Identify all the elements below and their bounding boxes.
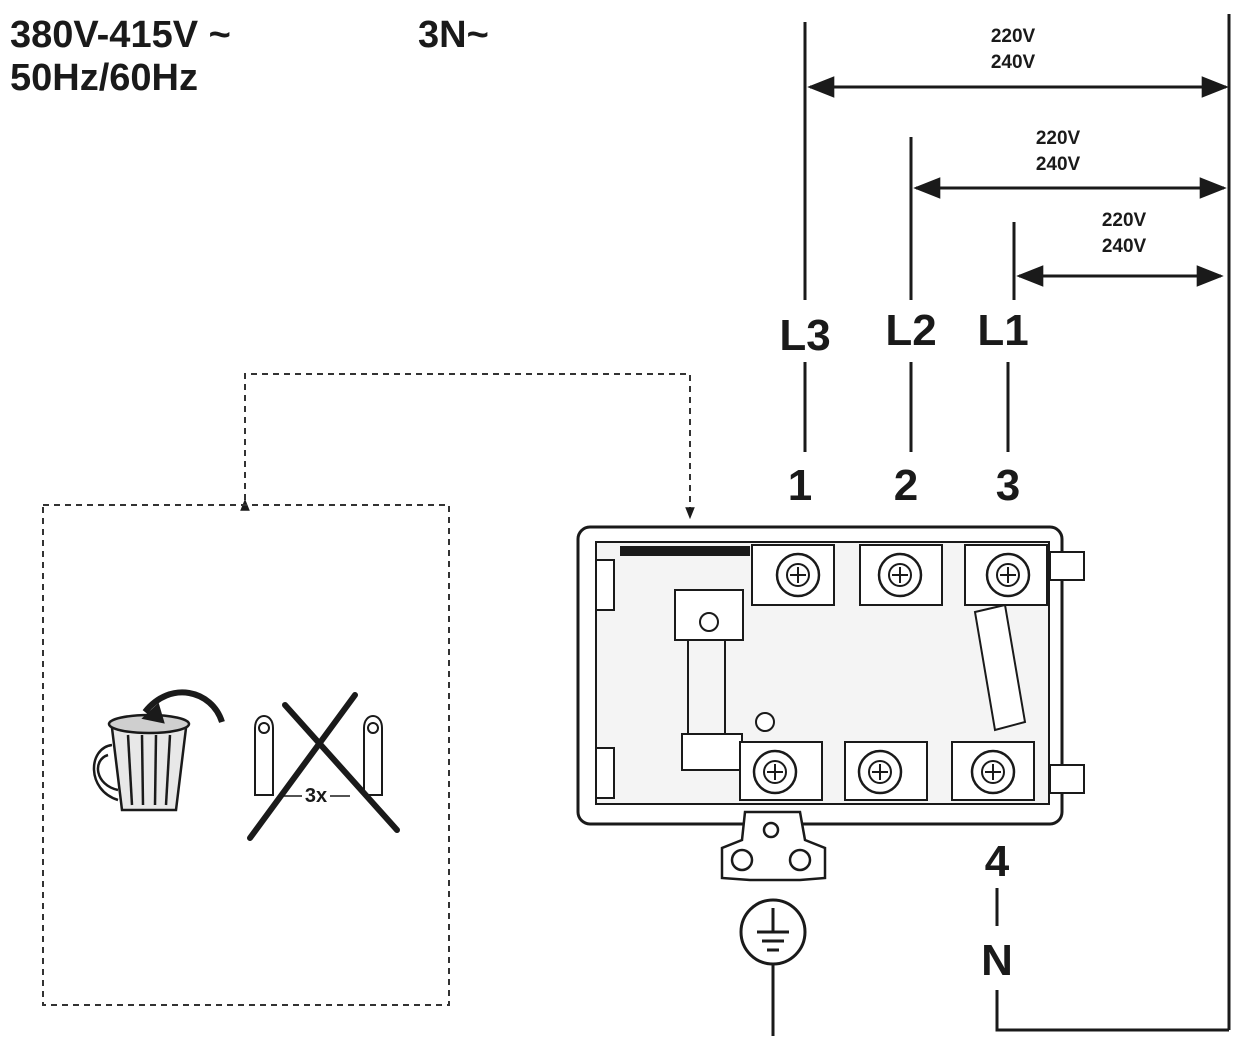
terminal-numbers: 1 2 3 4 N (788, 461, 1020, 985)
phase-label-l3: L3 (779, 311, 830, 360)
repeat-count: 3x (305, 785, 327, 807)
phase-type: 3N~ (418, 14, 489, 56)
terminal-screw-icon (739, 741, 823, 801)
earth-ground-icon (739, 898, 807, 1036)
neutral-wire (995, 14, 1231, 1032)
warning-box (42, 504, 450, 1006)
supply-voltage: 380V-415V ~ (10, 14, 231, 56)
span-l1-v2: 240V (1102, 236, 1147, 257)
phase-wires (803, 22, 1016, 452)
span-l3-v2: 240V (991, 52, 1036, 73)
voltage-span-arrows (807, 76, 1229, 287)
earth-bracket (720, 810, 827, 882)
span-l3-v1: 220V (991, 26, 1036, 47)
bridge-clip-icon (247, 692, 400, 841)
terminal-number-2: 2 (894, 461, 918, 510)
terminal-screw-icon (964, 544, 1048, 606)
span-l2-v1: 220V (1036, 128, 1081, 149)
terminal-screw-icon (859, 544, 943, 606)
phase-labels: L3 L2 L1 (779, 306, 1028, 360)
trash-bin-icon (92, 689, 225, 812)
terminal-number-3: 3 (996, 461, 1020, 510)
terminal-screw-icon (951, 741, 1035, 801)
span-l1-v1: 220V (1102, 210, 1147, 231)
phase-label-l1: L1 (977, 306, 1028, 355)
neutral-label: N (981, 936, 1013, 985)
dashed-connector (240, 373, 695, 520)
terminal-number-4: 4 (985, 837, 1010, 886)
voltage-span-labels: 220V 240V 220V 240V 220V 240V (991, 26, 1147, 257)
terminal-number-1: 1 (788, 461, 812, 510)
phase-label-l2: L2 (885, 306, 936, 355)
span-l2-v2: 240V (1036, 154, 1081, 175)
terminal-screw-icon (844, 741, 928, 801)
terminal-block (576, 525, 1085, 826)
supply-frequency: 50Hz/60Hz (10, 57, 198, 99)
terminal-screw-icon (751, 544, 835, 606)
